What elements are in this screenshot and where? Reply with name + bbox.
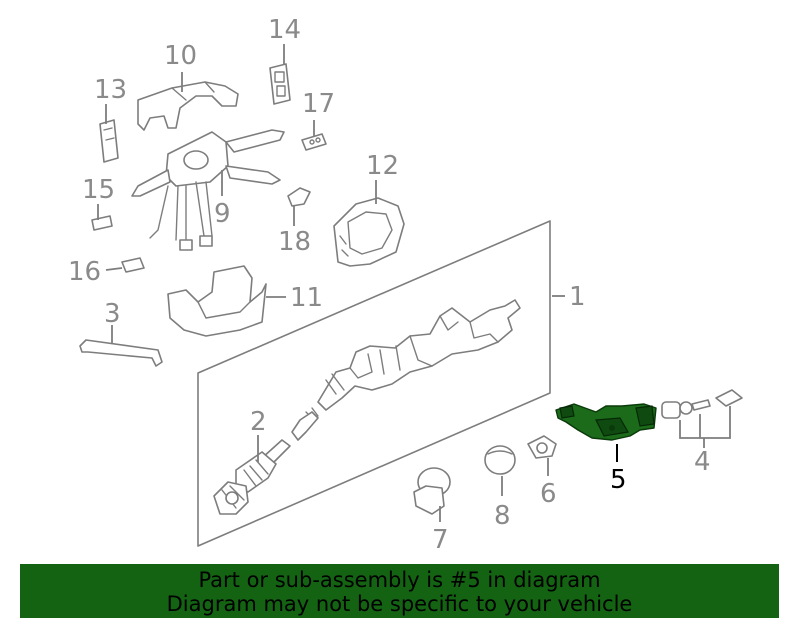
callout-5: 5	[610, 465, 627, 495]
lower-cover-part-11	[167, 265, 267, 337]
cap-part-18	[287, 187, 311, 207]
callout-16: 16	[68, 257, 101, 287]
callout-6: 6	[540, 479, 557, 509]
callout-1: 1	[569, 282, 586, 312]
callout-17: 17	[302, 89, 335, 119]
upper-cover-part-10	[137, 81, 239, 131]
parts-diagram: 1 2 3 4 5 6 7 8 9 10 11 12 13 14 15 16 1…	[68, 15, 743, 555]
footer-banner: Part or sub-assembly is #5 in diagram Di…	[20, 564, 779, 618]
cylinder-part-7	[413, 467, 451, 515]
cap-part-8	[484, 445, 516, 475]
callout-11: 11	[290, 283, 323, 313]
clip-part-16	[121, 257, 145, 273]
switch-part-17	[301, 133, 327, 151]
steering-column-part-1	[305, 299, 521, 421]
footer-line-2: Diagram may not be specific to your vehi…	[166, 592, 633, 616]
key-cylinder-part-4	[661, 389, 743, 419]
callout-13: 13	[94, 75, 127, 105]
callout-9: 9	[214, 199, 231, 229]
switch-assembly-part-9	[131, 129, 285, 251]
leader-lines	[97, 44, 731, 522]
intermediate-shaft-part-2	[213, 411, 319, 515]
callout-4: 4	[694, 447, 711, 477]
callout-12: 12	[366, 151, 399, 181]
clip-part-15	[91, 215, 113, 231]
callout-15: 15	[82, 175, 115, 205]
callout-2: 2	[250, 407, 267, 437]
bracket-part-12	[333, 197, 405, 267]
callout-18: 18	[278, 227, 311, 257]
callout-8: 8	[494, 501, 511, 531]
cover-part-13	[99, 119, 119, 163]
callout-10: 10	[164, 41, 197, 71]
callout-3: 3	[104, 299, 121, 329]
footer-line-1: Part or sub-assembly is #5 in diagram	[198, 568, 601, 592]
callout-14: 14	[268, 15, 301, 45]
switch-part-14	[269, 63, 291, 105]
sensor-part-6	[527, 435, 557, 459]
callout-7: 7	[432, 525, 449, 555]
lock-housing-part-5	[555, 403, 657, 441]
brace-part-3	[79, 339, 163, 367]
